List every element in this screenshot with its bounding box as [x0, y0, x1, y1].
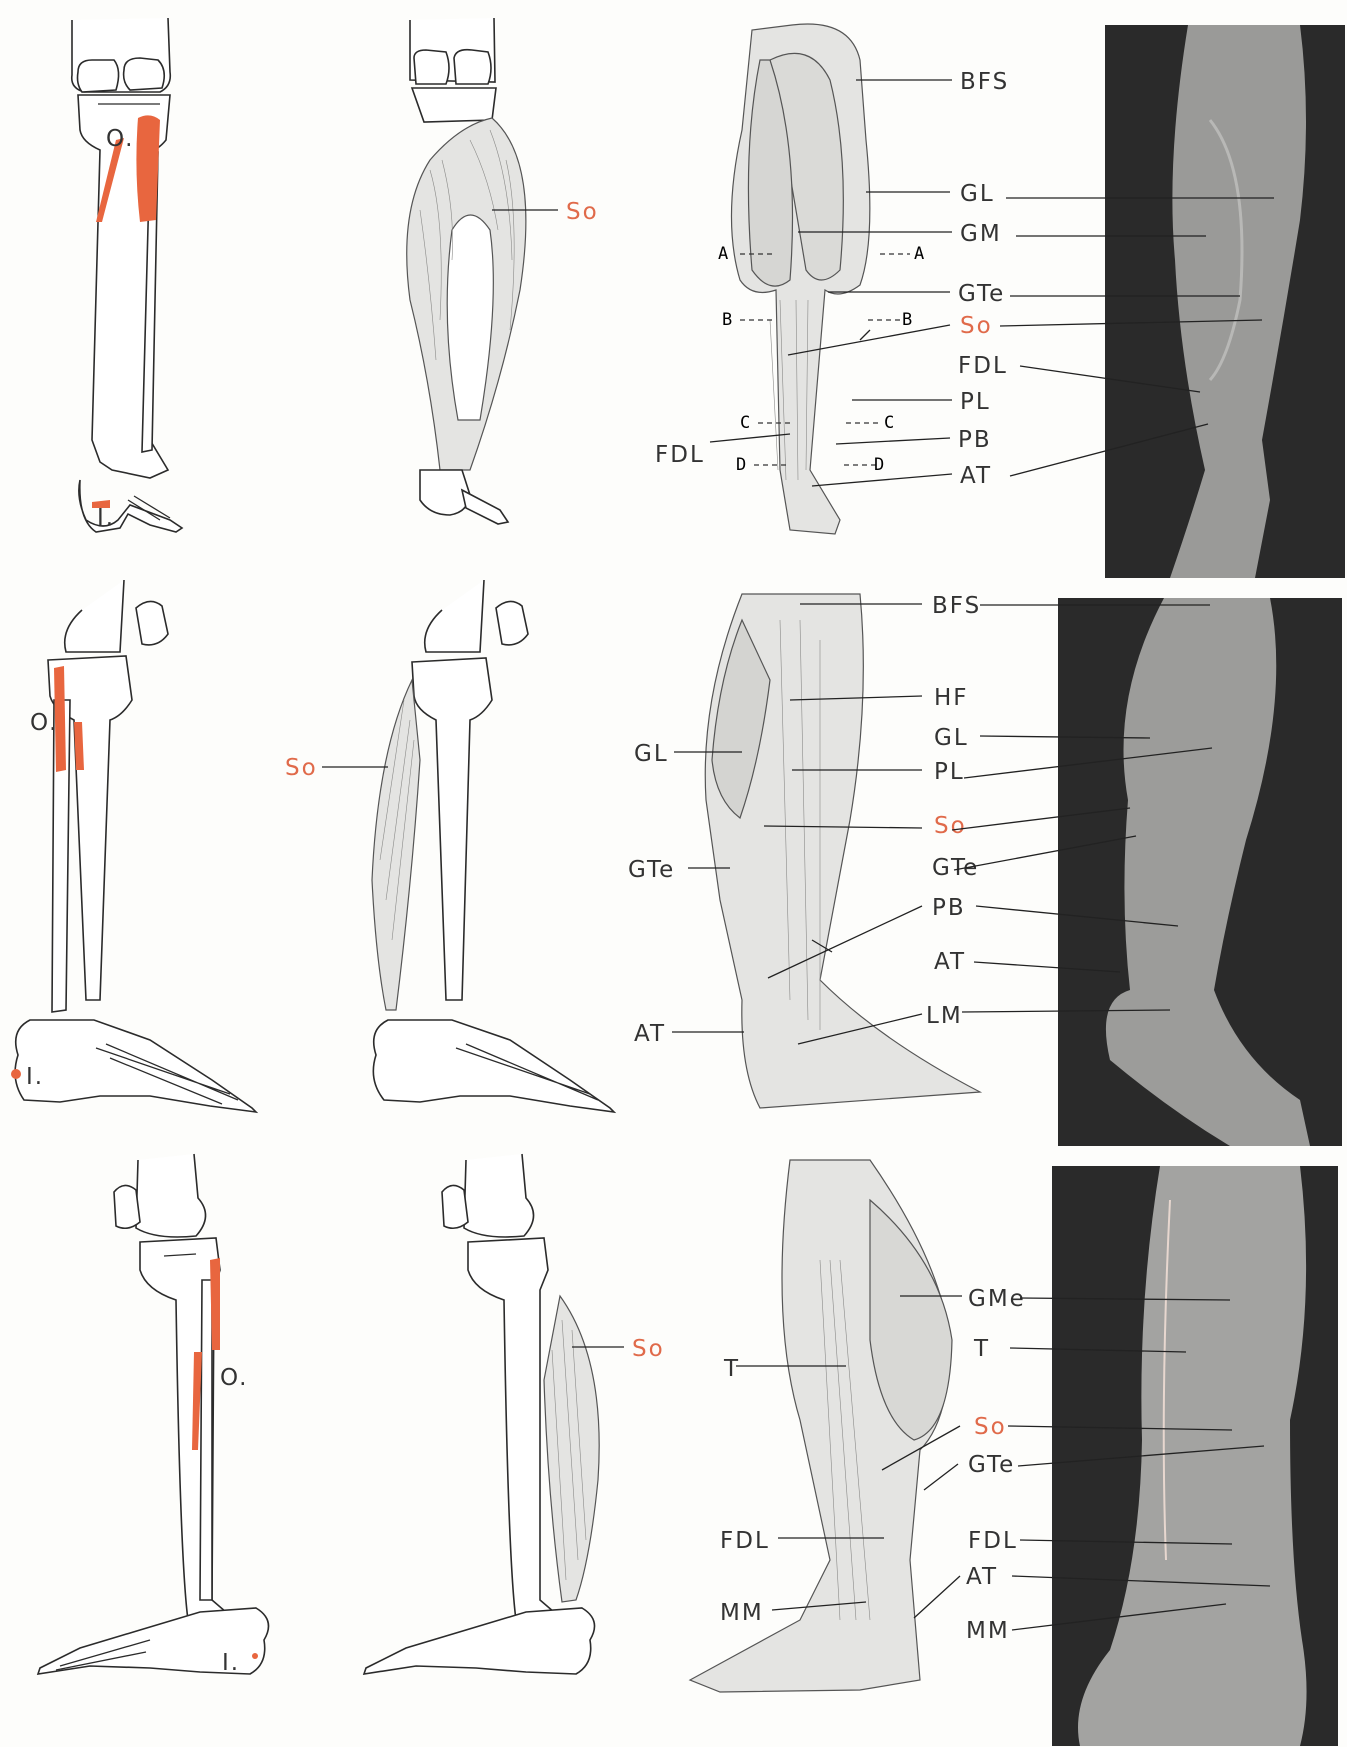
- label-pl-2: PL: [934, 759, 965, 785]
- label-at-2: AT: [934, 949, 966, 975]
- insertion-label-3: I.: [222, 1650, 240, 1676]
- label-fdl-1: FDL: [958, 353, 1008, 379]
- label-pb-1: PB: [958, 427, 992, 453]
- label-bfs-1: BFS: [960, 69, 1009, 95]
- soleus-lateral-diagram: So: [285, 580, 614, 1112]
- label-gte-2: GTe: [932, 855, 979, 881]
- origin-label-2: O.: [30, 710, 58, 736]
- skeleton-medial: O. I.: [38, 1154, 269, 1676]
- origin-label: O.: [106, 126, 134, 152]
- section-c-right: C: [884, 413, 895, 433]
- label-pb-2: PB: [932, 895, 966, 921]
- soleus-label-2: So: [960, 313, 993, 339]
- soleus-medial-diagram: So: [364, 1154, 665, 1674]
- row-lateral: O. I. So BFS H: [11, 580, 1342, 1146]
- label-gm-1: GM: [960, 221, 1002, 247]
- label-at-4: AT: [966, 1564, 998, 1590]
- label-gl-2: GL: [934, 725, 969, 751]
- insertion-label-2: I.: [26, 1064, 44, 1090]
- label-hf: HF: [934, 685, 969, 711]
- photo-lateral: [952, 598, 1342, 1146]
- label-bfs-2: BFS: [932, 593, 981, 619]
- label-fdl-2: FDL: [655, 442, 705, 468]
- lateral-muscles-diagram: BFS HF GL PL So GTe PB AT LM GL GTe AT: [628, 593, 981, 1108]
- soleus-label-4: So: [934, 813, 967, 839]
- section-d-left: D: [736, 455, 747, 475]
- label-pl-1: PL: [960, 389, 991, 415]
- label-gl-1: GL: [960, 181, 995, 207]
- label-fdl-3: FDL: [968, 1528, 1018, 1554]
- section-d-right: D: [874, 455, 885, 475]
- insertion-label: I.: [97, 505, 115, 531]
- section-a-left: A: [718, 244, 729, 264]
- skeleton-posterior: O. I.: [72, 18, 182, 532]
- label-mm-2: MM: [720, 1600, 764, 1626]
- soleus-label-3: So: [285, 755, 318, 781]
- label-lm: LM: [926, 1003, 963, 1029]
- section-a-right: A: [914, 244, 925, 264]
- label-gte-4: GTe: [968, 1452, 1015, 1478]
- section-c-left: C: [740, 413, 751, 433]
- label-at-3: AT: [634, 1021, 666, 1047]
- label-gl-3: GL: [634, 741, 669, 767]
- soleus-label-6: So: [974, 1414, 1007, 1440]
- posterior-muscles-diagram: A A B B C C D D BFS GL GM GTe So FDL PL …: [655, 24, 1009, 534]
- label-fdl-4: FDL: [720, 1528, 770, 1554]
- label-gte-3: GTe: [628, 857, 675, 883]
- photo-medial: [1008, 1166, 1338, 1746]
- photo-posterior: [1000, 25, 1345, 578]
- label-gte-1: GTe: [958, 281, 1005, 307]
- label-t-1: T: [973, 1336, 990, 1362]
- section-b-left: B: [722, 310, 733, 330]
- label-at-1: AT: [960, 463, 992, 489]
- section-b-right: B: [902, 310, 913, 330]
- soleus-label-1: So: [566, 199, 599, 225]
- label-gme: GMe: [968, 1286, 1026, 1312]
- skeleton-lateral: O. I.: [11, 580, 256, 1112]
- label-mm-1: MM: [966, 1618, 1010, 1644]
- origin-label-3: O.: [220, 1365, 248, 1391]
- row-medial: O. I. So GMe T So GTe: [38, 1154, 1338, 1746]
- label-t-2: T: [723, 1356, 740, 1382]
- soleus-posterior-diagram: So: [407, 18, 599, 524]
- medial-muscles-diagram: GMe T So GTe FDL AT MM T FDL MM: [690, 1160, 1026, 1692]
- soleus-label-5: So: [632, 1336, 665, 1362]
- row-posterior: O. I. So: [72, 18, 1345, 578]
